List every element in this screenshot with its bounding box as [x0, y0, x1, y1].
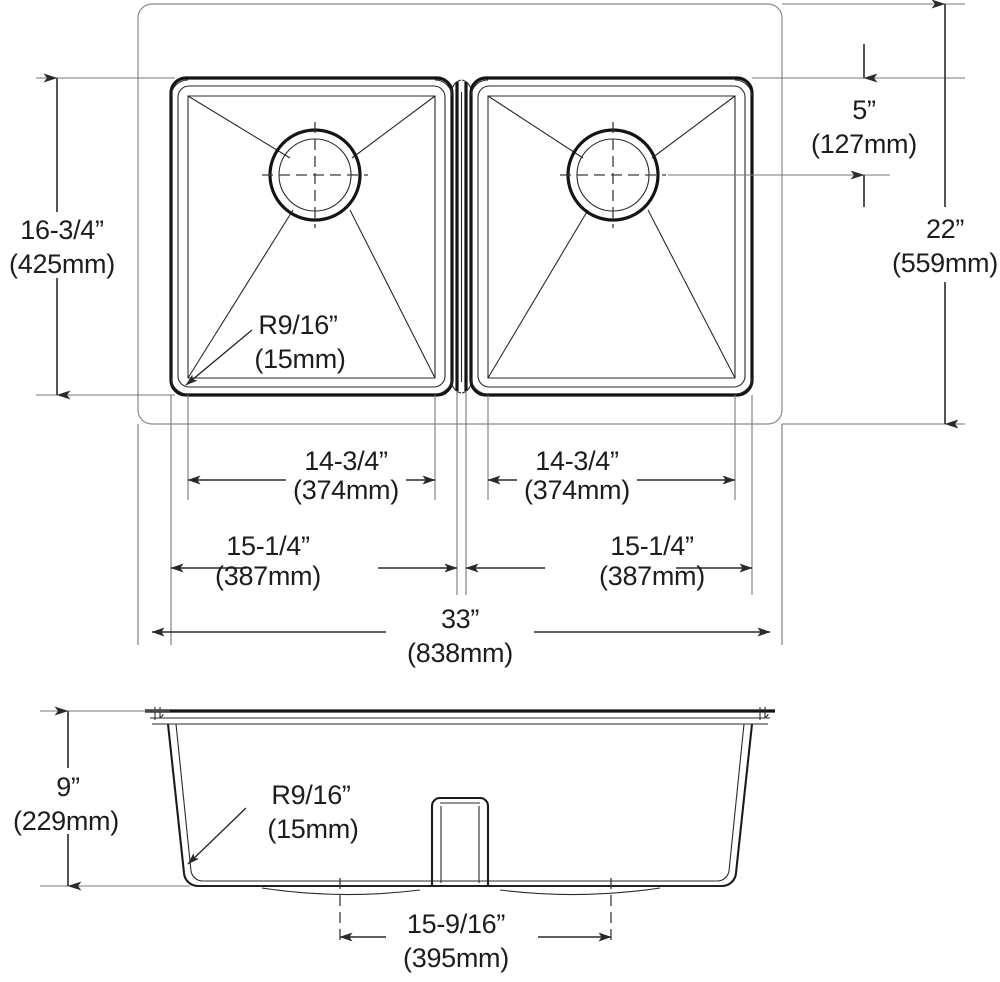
dim-15-1-4-right-metric: (387mm) — [599, 561, 705, 591]
dim-22in-metric: (559mm) — [892, 248, 998, 278]
dim-9in-metric: (229mm) — [13, 806, 119, 836]
left-slope-tr — [351, 95, 436, 159]
dim-right-bowl-top-width: 15-1/4” (387mm) — [465, 531, 753, 591]
right-bowl-corner-br — [734, 377, 753, 395]
section-basin-floor — [182, 872, 738, 888]
right-bowl-corner-tr — [734, 79, 753, 97]
radius-section-metric: (15mm) — [267, 814, 358, 844]
dim-14-3-4-left-metric: (374mm) — [293, 475, 399, 505]
dim-overall-front-to-back: 22” (559mm) — [892, 0, 998, 429]
right-slope-bl — [487, 209, 589, 379]
dim-33in-imperial: 33” — [441, 604, 479, 634]
radius-top-imperial: R9/16” — [258, 310, 337, 340]
divider-cap-tl — [451, 79, 462, 95]
section-right-clip-icon — [759, 707, 769, 720]
dim-14-3-4-right-imperial: 14-3/4” — [535, 446, 618, 476]
left-bowl-rim — [169, 76, 454, 397]
deck-outline — [137, 3, 783, 425]
dim-14-3-4-right-metric: (374mm) — [524, 475, 630, 505]
top-view: 16-3/4” (425mm) 5” (127mm) 22” (559mm) R… — [9, 0, 998, 668]
dim-drain-from-back: 5” (127mm) — [811, 44, 917, 207]
right-slope-br — [647, 209, 736, 379]
dim-16-3-4-imperial: 16-3/4” — [20, 215, 103, 245]
dim-5in-metric: (127mm) — [811, 129, 917, 159]
dim-5in-imperial: 5” — [852, 95, 875, 125]
section-left-drain-relief — [261, 887, 421, 896]
dim-15-9-16-metric: (395mm) — [403, 943, 509, 973]
dim-bowl-depth-vertical: 9” (229mm) — [13, 706, 119, 891]
callout-corner-radius-top: R9/16” (15mm) — [185, 310, 346, 386]
right-slope-tr — [651, 95, 736, 159]
dim-33in-metric: (838mm) — [407, 638, 513, 668]
dim-bowl-depth-front-to-back: 16-3/4” (425mm) — [9, 73, 115, 400]
dim-15-9-16-imperial: 15-9/16” — [407, 909, 505, 939]
right-bowl-corner-bl — [470, 377, 489, 395]
dim-15-1-4-right-imperial: 15-1/4” — [610, 531, 693, 561]
left-bowl-rim-inner — [177, 85, 446, 388]
dim-section-bottom-width: 15-9/16” (395mm) — [339, 909, 612, 973]
section-left-clip-icon — [154, 707, 164, 720]
dim-15-1-4-left-metric: (387mm) — [215, 561, 321, 591]
right-bowl-corner-tl — [470, 79, 489, 97]
section-right-drain-relief — [499, 887, 661, 896]
radius-section-imperial: R9/16” — [271, 780, 350, 810]
left-bowl-corner-bl — [170, 377, 189, 395]
section-left-wall-inner — [175, 723, 192, 872]
right-bowl — [469, 76, 754, 397]
dim-overall-width: 33” (838mm) — [151, 604, 771, 668]
section-center-divider — [430, 796, 490, 886]
radius-top-metric: (15mm) — [254, 344, 345, 374]
dim-left-bowl-top-width: 15-1/4” (387mm) — [170, 531, 458, 591]
dim-left-bowl-bottom-width: 14-3/4” (374mm) — [187, 446, 436, 505]
section-right-wall-inner — [728, 723, 745, 872]
section-right-wall-outer — [734, 723, 754, 874]
right-bowl-rim — [469, 76, 754, 397]
cross-section-view: 9” (229mm) R9/16” (15mm) 15-9/16” (395mm… — [13, 706, 775, 973]
section-basin-floor-inner — [190, 870, 730, 882]
divider-cap-bl — [451, 378, 462, 394]
center-divider — [451, 79, 472, 394]
left-bowl-corner-tl — [170, 79, 189, 97]
section-center-divider-inner — [440, 802, 480, 883]
left-slope-bl — [187, 209, 294, 379]
right-slope-tl — [487, 95, 584, 159]
radius-leader-line — [185, 329, 253, 386]
right-bowl-bottom — [487, 95, 736, 379]
dim-14-3-4-left-imperial: 14-3/4” — [304, 446, 387, 476]
right-bowl-rim-inner — [477, 85, 746, 388]
left-slope-br — [349, 209, 436, 379]
left-slope-tl — [187, 95, 291, 159]
section-left-wall-outer — [166, 723, 186, 874]
callout-corner-radius-section: R9/16” (15mm) — [187, 780, 359, 865]
dim-9in-imperial: 9” — [56, 772, 79, 802]
dim-right-bowl-bottom-width: 14-3/4” (374mm) — [487, 446, 736, 505]
dim-22in-imperial: 22” — [926, 214, 964, 244]
radius-section-leader-line — [187, 807, 247, 865]
dim-15-1-4-left-imperial: 15-1/4” — [226, 531, 309, 561]
dim-16-3-4-metric: (425mm) — [9, 249, 115, 279]
